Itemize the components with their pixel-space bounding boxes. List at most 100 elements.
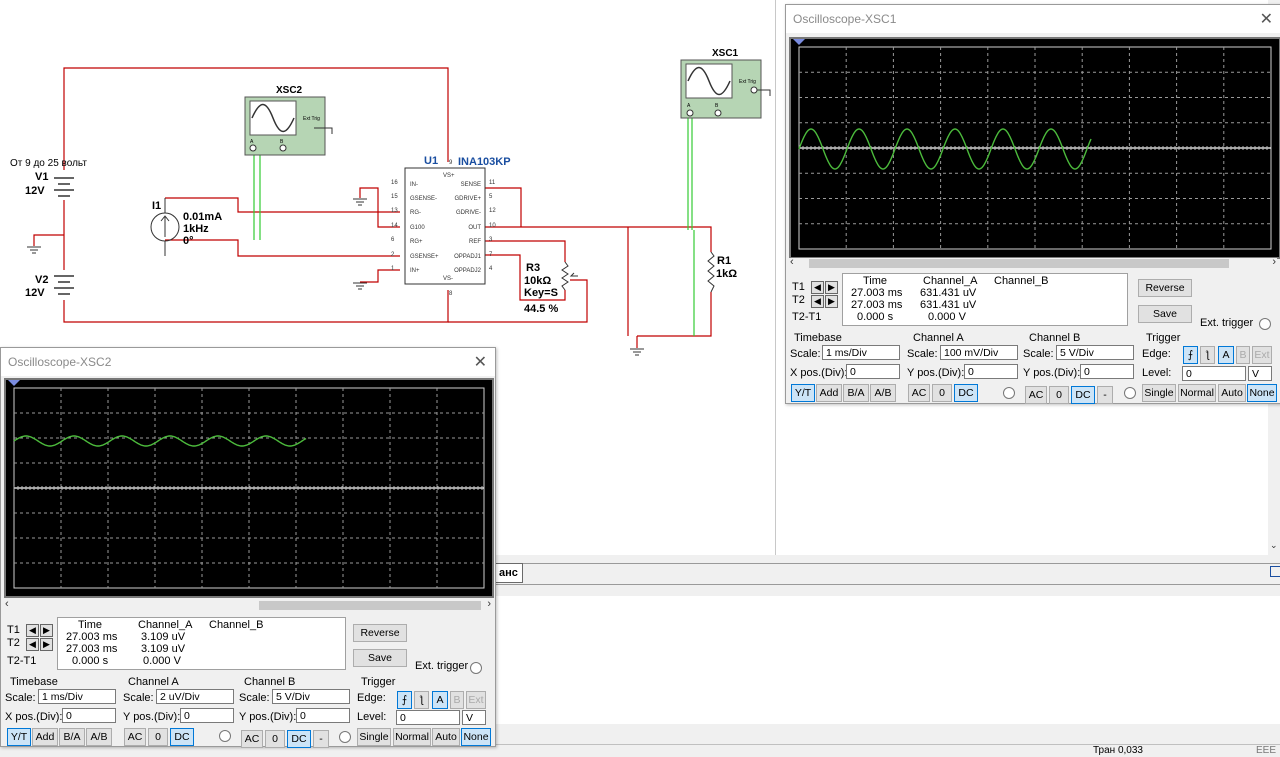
scroll-thumb[interactable] [809,259,1229,268]
trigger-b-button[interactable]: B [450,691,464,709]
reverse-button[interactable]: Reverse [353,624,407,642]
trigger-a-button[interactable]: A [432,691,448,709]
auto-button[interactable]: Auto [432,728,460,746]
ext-trigger-radio[interactable] [1259,318,1271,330]
channel-a-ac-button[interactable]: AC [908,384,930,402]
screen-scrollbar[interactable]: ‹ › [789,256,1277,269]
single-button[interactable]: Single [1142,384,1176,402]
timebase-scale-label: Scale: [790,348,821,360]
trigger-b-button[interactable]: B [1236,346,1250,364]
trigger-a-button[interactable]: A [1218,346,1234,364]
normal-button[interactable]: Normal [1178,384,1216,402]
channel-b-scale-input[interactable]: 5 V/Div [1056,345,1134,360]
close-icon[interactable]: ✕ [473,354,487,371]
r3-symbol [561,261,569,291]
none-button[interactable]: None [461,728,491,746]
t1-right-arrow-icon[interactable]: ▶ [825,281,838,294]
close-icon[interactable]: ✕ [1259,11,1273,28]
channel-a-ypos-input[interactable]: 0 [180,708,234,723]
xsc1-instrument[interactable] [680,59,771,119]
save-button[interactable]: Save [1138,305,1192,323]
scroll-down-arrow-icon[interactable]: ⌄ [1270,540,1278,550]
trigger-level-input[interactable]: 0 [1182,366,1246,381]
falling-edge-icon[interactable]: ƪ [414,691,429,709]
channel-b-ypos-input[interactable]: 0 [296,708,350,723]
channel-a-ypos-input[interactable]: 0 [964,364,1018,379]
channel-a-scale-input[interactable]: 2 uV/Div [156,689,234,704]
scroll-right-icon[interactable]: › [487,598,491,610]
rising-edge-icon[interactable]: ⨍ [397,691,412,709]
ab-button[interactable]: A/B [86,728,112,746]
titlebar[interactable]: Oscilloscope-XSC1 ✕ [786,5,1280,33]
channel-a-zero-button[interactable]: 0 [932,384,952,402]
t2-left-arrow-icon[interactable]: ◀ [26,638,39,651]
ab-button[interactable]: A/B [870,384,896,402]
yt-button[interactable]: Y/T [7,728,31,746]
channel-a-radio[interactable] [219,730,231,742]
single-button[interactable]: Single [357,728,391,746]
t2-right-arrow-icon[interactable]: ▶ [825,295,838,308]
ba-button[interactable]: B/A [843,384,869,402]
add-button[interactable]: Add [816,384,842,402]
xsc2-instrument[interactable] [244,96,333,156]
channel-b-scale-input[interactable]: 5 V/Div [272,689,350,704]
u1-ref-label: U1 [424,155,438,167]
oscilloscope-xsc2-window[interactable]: Oscilloscope-XSC2 ✕ ‹ › T1 T2 T2-T1 ◀ ▶ … [0,347,496,748]
scroll-thumb[interactable] [259,601,481,610]
t2-left-arrow-icon[interactable]: ◀ [811,295,824,308]
ba-button[interactable]: B/A [59,728,85,746]
channel-b-invert-button[interactable]: - [1097,386,1113,404]
channel-b-ac-button[interactable]: AC [241,730,263,748]
normal-button[interactable]: Normal [393,728,431,746]
u1-pin-left-2: RG- [410,210,421,216]
scope-screen[interactable] [789,37,1280,259]
reverse-button[interactable]: Reverse [1138,279,1192,297]
channel-a-dc-button[interactable]: DC [954,384,978,402]
yt-button[interactable]: Y/T [791,384,815,402]
xpos-input[interactable]: 0 [62,708,116,723]
trigger-unit-select[interactable]: V [462,710,486,725]
timebase-scale-input[interactable]: 1 ms/Div [822,345,900,360]
t1-left-arrow-icon[interactable]: ◀ [26,624,39,637]
channel-b-ac-button[interactable]: AC [1025,386,1047,404]
trigger-unit-select[interactable]: V [1248,366,1272,381]
rising-edge-icon[interactable]: ⨍ [1183,346,1198,364]
channel-a-scale-input[interactable]: 100 mV/Div [940,345,1018,360]
channel-b-radio[interactable] [1124,387,1136,399]
scroll-left-icon[interactable]: ‹ [790,256,794,268]
trigger-level-input[interactable]: 0 [396,710,460,725]
titlebar[interactable]: Oscilloscope-XSC2 ✕ [1,348,495,376]
channel-b-zero-button[interactable]: 0 [265,730,285,748]
xpos-input[interactable]: 0 [846,364,900,379]
channel-b-ypos-input[interactable]: 0 [1080,364,1134,379]
channel-b-invert-button[interactable]: - [313,730,329,748]
scroll-left-icon[interactable]: ‹ [5,598,9,610]
channel-b-zero-button[interactable]: 0 [1049,386,1069,404]
window-title: Oscilloscope-XSC1 [793,12,897,26]
screen-scrollbar[interactable]: ‹ › [4,598,492,611]
trigger-ext-button[interactable]: Ext [1252,346,1272,364]
ext-trigger-radio[interactable] [470,662,482,674]
falling-edge-icon[interactable]: ƪ [1200,346,1215,364]
timebase-scale-input[interactable]: 1 ms/Div [38,689,116,704]
add-button[interactable]: Add [32,728,58,746]
channel-a-zero-button[interactable]: 0 [148,728,168,746]
trigger-ext-button[interactable]: Ext [466,691,486,709]
channel-b-radio[interactable] [339,731,351,743]
none-button[interactable]: None [1247,384,1277,402]
tab-analysis[interactable]: анс [494,563,523,583]
auto-button[interactable]: Auto [1218,384,1246,402]
channel-b-dc-button[interactable]: DC [287,730,311,748]
oscilloscope-xsc1-window[interactable]: Oscilloscope-XSC1 ✕ ‹ › T1 T2 T2-T1 ◀ ▶ … [785,4,1280,404]
channel-b-dc-button[interactable]: DC [1071,386,1095,404]
channel-a-ac-button[interactable]: AC [124,728,146,746]
panel-toggle-icon[interactable] [1270,566,1280,577]
channel-a-dc-button[interactable]: DC [170,728,194,746]
channel-a-radio[interactable] [1003,387,1015,399]
save-button[interactable]: Save [353,649,407,667]
scroll-right-icon[interactable]: › [1272,256,1276,268]
t1-left-arrow-icon[interactable]: ◀ [811,281,824,294]
t1-right-arrow-icon[interactable]: ▶ [40,624,53,637]
t2-right-arrow-icon[interactable]: ▶ [40,638,53,651]
scope-screen[interactable] [4,378,494,598]
